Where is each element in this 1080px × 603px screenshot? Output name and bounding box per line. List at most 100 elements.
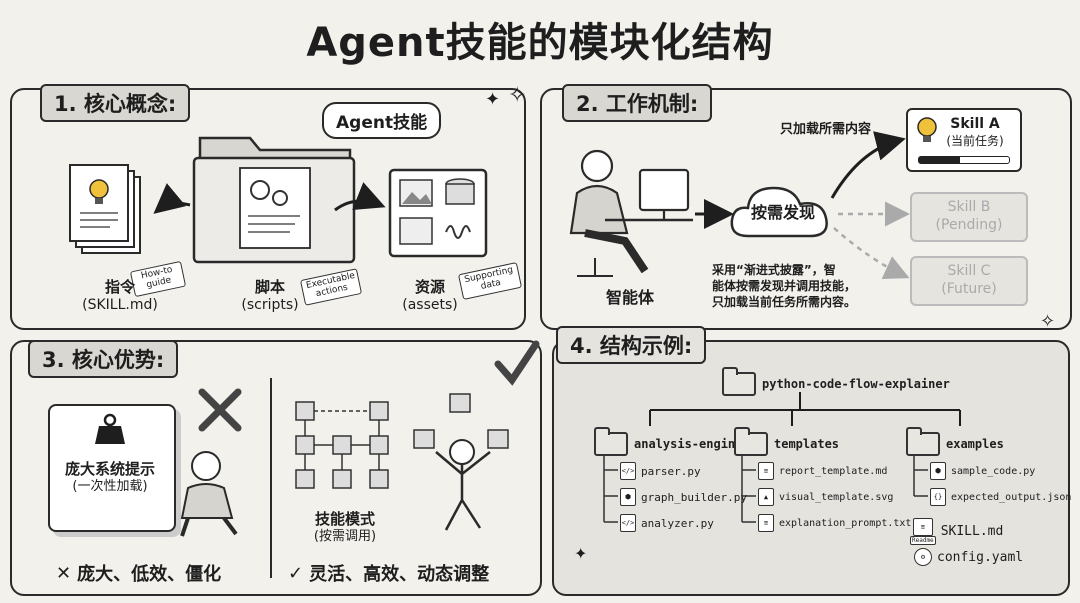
agent-skill-bubble: Agent技能 [322, 102, 442, 139]
skill-a-progress [918, 156, 1010, 164]
check-mark-icon [494, 340, 540, 386]
section-core-advantage [10, 340, 542, 596]
script-label: 脚本 (scripts) [220, 278, 320, 314]
folder-icon [722, 367, 756, 396]
file-item[interactable]: ⬢ graph_builder.py [620, 488, 747, 506]
root-folder[interactable]: python-code-flow-explainer [722, 367, 950, 396]
file-name: explanation_prompt.txt [779, 517, 912, 529]
skill-mode-title: 技能模式 [314, 510, 375, 528]
skill-a-sub: (当前任务) [946, 133, 1004, 148]
readme-badge: Readme [910, 536, 936, 545]
python-file-icon: ⬢ [620, 488, 636, 506]
folder-icon [594, 427, 628, 456]
sad-person-icon [180, 451, 238, 537]
big-prompt-sub: (一次性加载) [72, 478, 148, 494]
section-3-title: 3. 核心优势: [28, 340, 179, 378]
gear-icon: ⚙ [914, 548, 932, 566]
folder-icon [906, 427, 940, 456]
skill-c-card: Skill C (Future) [910, 256, 1028, 306]
asset-label-title: 资源 [414, 278, 445, 296]
sparkle-icon: ✧ [1040, 311, 1056, 332]
folder-templates[interactable]: templates [734, 427, 840, 456]
file-name: SKILL.md [940, 524, 1004, 539]
file-name: config.yaml [937, 549, 1024, 565]
skill-b-sub: (Pending) [935, 216, 1003, 233]
lightbulb-icon [917, 117, 937, 142]
section-core-concept [10, 88, 526, 330]
file-name: sample_code.py [951, 465, 1036, 477]
big-prompt-title: 庞大系统提示 [64, 460, 155, 478]
cloud-label: 按需发现 [750, 203, 815, 222]
file-item[interactable]: ≡ report_template.md [758, 462, 887, 480]
file-name: visual_template.svg [779, 491, 894, 503]
doc-label: 指令 (SKILL.md) [70, 278, 170, 314]
section3-divider [270, 378, 272, 578]
folder-name: examples [946, 437, 1004, 451]
folder-examples[interactable]: examples [906, 427, 1004, 456]
left-footer-text: 庞大、低效、僵化 [77, 564, 222, 585]
python-file-icon: ⬢ [930, 462, 946, 480]
sparkle-icon: ✦ [485, 89, 501, 110]
cross-mark-icon [198, 388, 242, 432]
code-file-icon: </> [620, 462, 636, 480]
root-file-config[interactable]: ⚙ config.yaml [914, 548, 1023, 566]
folder-analysis-engine[interactable]: analysis-engine [594, 427, 742, 456]
file-name: graph_builder.py [641, 490, 747, 504]
skill-a-card: Skill A (当前任务) [906, 108, 1022, 172]
desc-line-2: 能体按需发现并调用技能， [712, 279, 857, 294]
folder-icon [734, 427, 768, 456]
text-file-icon: ≡ [758, 514, 774, 532]
agent-label: 智能体 [605, 288, 654, 307]
sparkle-icon: ✧ [508, 83, 527, 108]
agent-person-icon [569, 149, 693, 277]
instruction-document-icon [69, 164, 141, 254]
doc-label-title: 指令 [104, 278, 135, 296]
skill-c-sub: (Future) [941, 280, 997, 297]
section-2-title: 2. 工作机制: [562, 84, 713, 122]
file-name: report_template.md [779, 465, 888, 477]
script-label-title: 脚本 [254, 278, 285, 296]
code-file-icon: </> [620, 514, 636, 532]
weight-icon [95, 413, 125, 444]
skill-mode-label: 技能模式 (按需调用) [290, 510, 400, 545]
right-footer-text: 灵活、高效、动态调整 [309, 564, 490, 585]
page-title: Agent技能的模块化结构 [306, 20, 774, 66]
sparkle-icon: ✦ [574, 544, 588, 563]
root-file-skill-md[interactable]: ≡ Readme SKILL.md [910, 518, 1003, 545]
file-item[interactable]: </> analyzer.py [620, 514, 714, 532]
file-item[interactable]: ⬢ sample_code.py [930, 462, 1035, 480]
skill-b-name: Skill B [947, 199, 991, 215]
asset-label: 资源 (assets) [380, 278, 480, 314]
right-footer: ✓ 灵活、高效、动态调整 [288, 560, 489, 586]
desc-line-3: 只加载当前任务所需内容。 [712, 295, 857, 310]
section-1-title: 1. 核心概念: [40, 84, 191, 122]
skill-mode-sub: (按需调用) [313, 528, 377, 544]
footer-cross-icon: ✕ [56, 562, 72, 584]
section-structure-example [552, 340, 1070, 596]
file-name: expected_output.json [951, 491, 1072, 503]
image-file-icon: ▲ [758, 488, 774, 506]
juggling-person-icon [413, 393, 509, 531]
doc-file-icon: ≡ [758, 462, 774, 480]
file-name: parser.py [641, 464, 701, 478]
file-item[interactable]: {}expected_output.json [930, 488, 1071, 506]
skill-b-card: Skill B (Pending) [910, 192, 1028, 242]
assets-box-icon [388, 168, 488, 258]
asset-label-sub: (assets) [402, 296, 458, 313]
arrow-note: 只加载所需内容 [780, 122, 872, 137]
scripts-folder-icon [192, 136, 356, 264]
skill-a-name: Skill A [950, 116, 1000, 132]
file-item[interactable]: ≡ explanation_prompt.txt [758, 514, 911, 532]
file-item[interactable]: ▲ visual_template.svg [758, 488, 893, 506]
desc-line-1: 采用“渐进式披露”，智 [712, 263, 836, 277]
script-label-sub: (scripts) [241, 296, 299, 313]
file-name: analyzer.py [641, 516, 714, 530]
section-work-mechanism [540, 88, 1072, 330]
folder-name: templates [774, 437, 840, 451]
file-item[interactable]: </> parser.py [620, 462, 701, 480]
doc-label-sub: (SKILL.md) [82, 296, 158, 313]
left-footer: ✕ 庞大、低效、僵化 [56, 560, 221, 586]
